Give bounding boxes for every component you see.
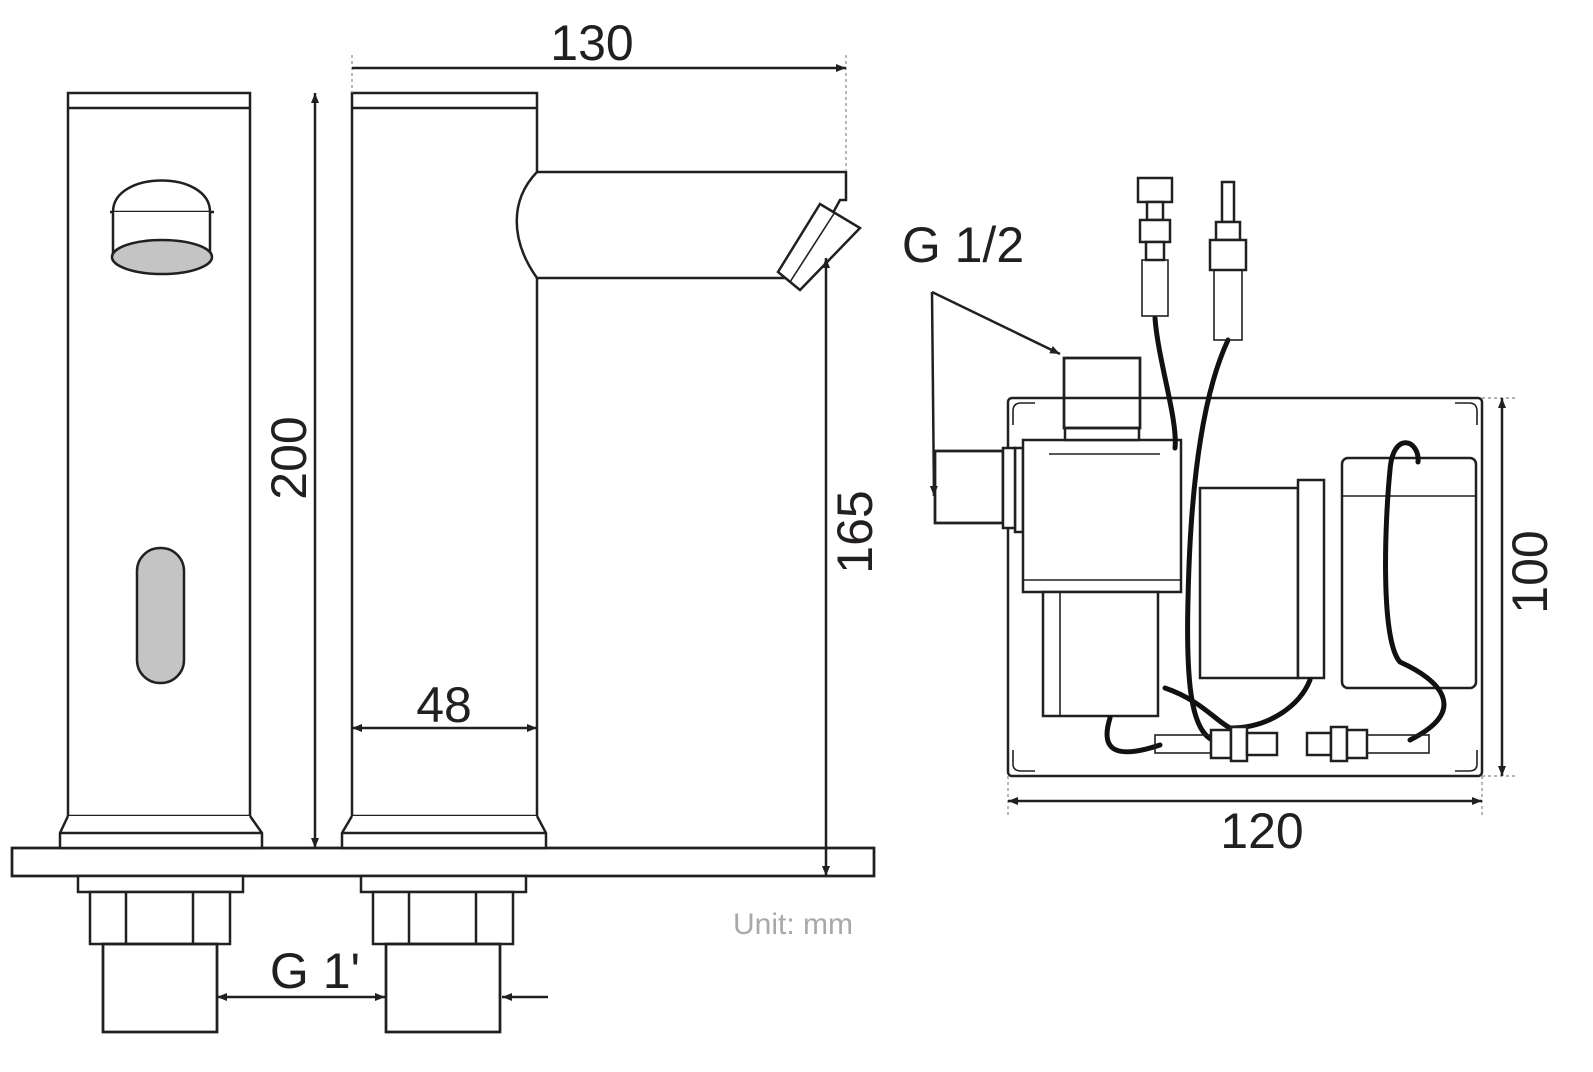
cable-power [1185,337,1231,745]
faucet-front-view [58,91,264,1034]
dimension-120: 120 [1007,776,1483,859]
dimension-100: 100 [1482,397,1558,777]
dimension-200-label: 200 [261,416,317,499]
dimension-48: 48 [352,677,537,733]
thread-g-half-label: G 1/2 [902,217,1024,273]
control-box [933,315,1484,778]
dimension-165-label: 165 [827,490,883,573]
dimension-165: 165 [822,258,883,876]
dimension-130: 130 [351,15,847,170]
cable-valve [1104,715,1163,755]
base-nut-front [76,874,245,1034]
power-plug-right [1208,180,1248,341]
battery-pack [1340,456,1478,690]
cable-sensor [1152,315,1178,451]
cable-battery [1383,440,1447,743]
dimension-200: 200 [261,93,319,848]
dimension-48-label: 48 [416,677,472,733]
thread-g1-callout: G 1' [217,943,548,1001]
unit-label: Unit: mm [733,908,853,941]
aerator-nozzle [110,179,214,276]
thread-g1-label: G 1' [270,943,360,999]
base-nut-side [359,874,528,1034]
inline-connector-right [1305,725,1430,763]
dimension-120-label: 120 [1220,803,1303,859]
control-module [1198,478,1326,680]
sensor-window [135,546,186,685]
faucet-side-view [340,91,862,1034]
dimension-100-label: 100 [1502,530,1558,613]
spout-aerator [776,202,862,292]
solenoid-valve [933,356,1183,718]
dimension-130-label: 130 [550,15,633,71]
thread-g-half-callout: G 1/2 [902,217,1061,497]
sensor-plug-left [1136,176,1174,317]
countertop [10,846,876,878]
inline-connector-left [1154,725,1279,763]
